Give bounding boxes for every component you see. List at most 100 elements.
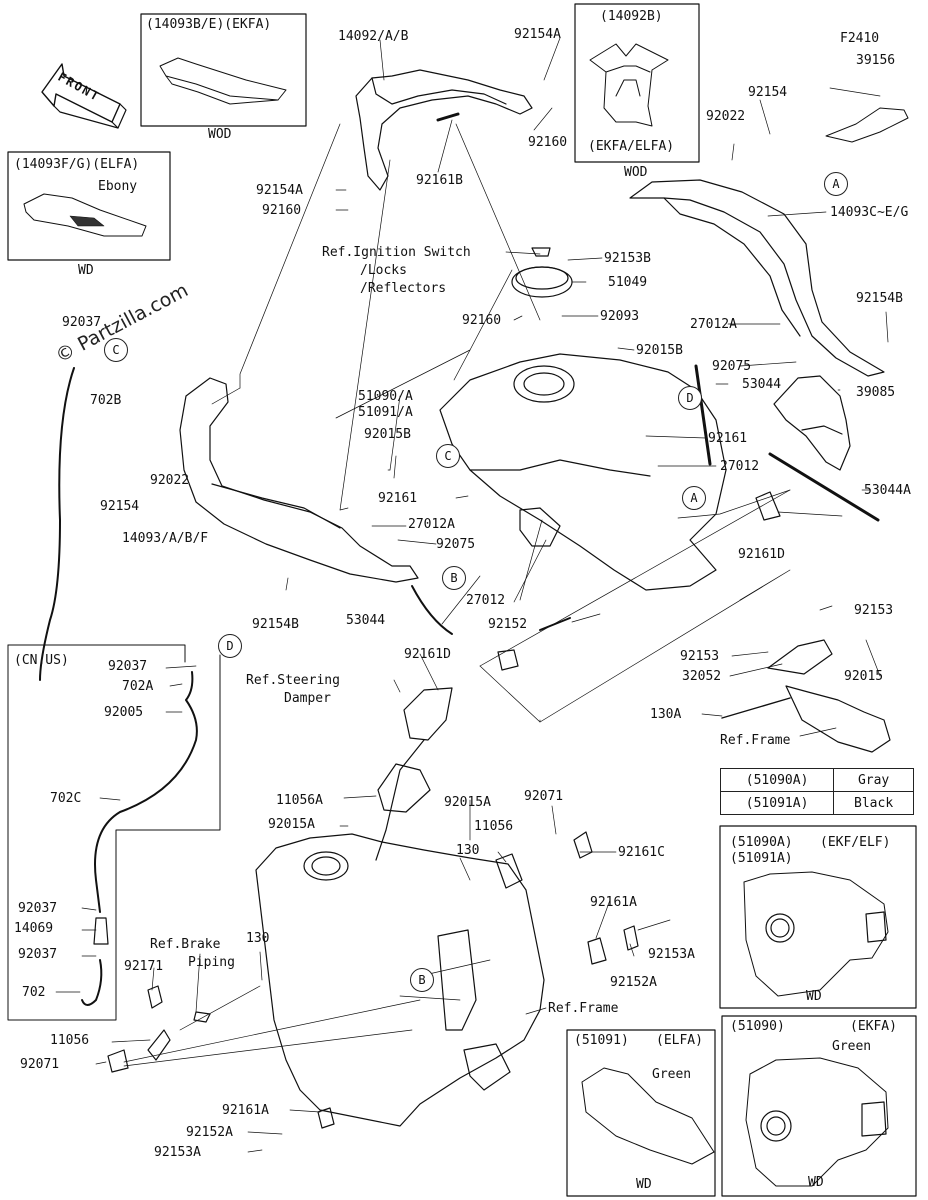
part-label: 92154A	[514, 27, 561, 42]
part-label: 92075	[712, 359, 752, 374]
part-label: 27012A	[408, 517, 455, 532]
part-label: 92154B	[252, 617, 299, 632]
part-label: 92022	[150, 473, 190, 488]
table-cell-part: (51090A)	[719, 768, 835, 792]
inset-tank2-variant: (EKFA)	[850, 1019, 897, 1034]
inset-14093fg-foot: WD	[78, 263, 94, 278]
table-cell-color: Gray	[833, 768, 914, 792]
part-label: 702A	[122, 679, 154, 694]
part-label: 92152A	[186, 1125, 233, 1140]
inset-box-14093be	[140, 13, 307, 127]
callout-c: C	[104, 338, 128, 362]
part-label: 92005	[104, 705, 144, 720]
part-label: 51049	[608, 275, 648, 290]
inset-14093be-foot: WOD	[208, 127, 232, 142]
ref-label: Ref.Steering	[246, 673, 340, 688]
inset-box-cover-51091	[566, 1029, 716, 1197]
part-label: 702B	[90, 393, 122, 408]
part-label: 92161C	[618, 845, 665, 860]
part-label: 92171	[124, 959, 164, 974]
part-label: 92152A	[610, 975, 657, 990]
inset-14093fg-note: Ebony	[98, 179, 138, 194]
part-label: 27012	[466, 593, 506, 608]
part-label: 130	[456, 843, 480, 858]
part-label: 92153A	[648, 947, 695, 962]
inset-14093fg-code: (14093F/G)(ELFA)	[14, 157, 140, 172]
front-arrow-icon	[41, 63, 127, 129]
inset-tank-code2: (51091A)	[730, 851, 793, 866]
inset-14092b-variant: (EKFA/ELFA)	[588, 139, 675, 154]
inset-tank-variant: (EKF/ELF)	[820, 835, 891, 850]
part-label: 92154	[100, 499, 140, 514]
part-label: 92161	[708, 431, 748, 446]
callout-d: D	[218, 634, 242, 658]
part-label: 92160	[528, 135, 568, 150]
table-row: (51091A) Black	[719, 791, 914, 815]
inset-box-14092b	[574, 3, 700, 163]
part-label: 92015B	[364, 427, 411, 442]
part-label: 14093C~E/G	[830, 205, 909, 220]
part-label: 92161D	[738, 547, 785, 562]
callout-a: A	[682, 486, 706, 510]
table-cell-part: (51091A)	[719, 791, 835, 815]
inset-box-14093fg	[7, 151, 171, 261]
part-label: 53044A	[864, 483, 911, 498]
part-label: 92160	[462, 313, 502, 328]
part-label: 53044	[742, 377, 782, 392]
inset-box-tank-51090	[721, 1015, 917, 1197]
callout-a: A	[824, 172, 848, 196]
callout-d: D	[678, 386, 702, 410]
ref-label: Piping	[188, 955, 235, 970]
part-label: 11056	[50, 1033, 90, 1048]
part-label: 92153	[854, 603, 894, 618]
part-label: 92154A	[256, 183, 303, 198]
inset-14092b-code: (14092B)	[600, 9, 663, 24]
part-label: 14093/A/B/F	[122, 531, 209, 546]
part-label: 92015A	[444, 795, 491, 810]
part-label: 92037	[18, 901, 58, 916]
inset-14093be-code: (14093B/E)(EKFA)	[146, 17, 272, 32]
part-label: 92161D	[404, 647, 451, 662]
inset-cover-variant: (ELFA)	[656, 1033, 703, 1048]
part-label: 92015A	[268, 817, 315, 832]
ref-label: /Reflectors	[360, 281, 447, 296]
inset-14092b-foot: WOD	[624, 165, 648, 180]
callout-c: C	[436, 444, 460, 468]
part-label: 51091/A	[358, 405, 413, 420]
ref-label: Ref.Frame	[548, 1001, 619, 1016]
part-label: 92071	[20, 1057, 60, 1072]
part-label: 11056	[474, 819, 514, 834]
ref-label: Ref.Brake	[150, 937, 221, 952]
part-label: 92161	[378, 491, 418, 506]
part-label: 92160	[262, 203, 302, 218]
part-label: 51090/A	[358, 389, 413, 404]
part-label: 92161A	[222, 1103, 269, 1118]
part-label: 14092/A/B	[338, 29, 409, 44]
ref-label: Ref.Frame	[720, 733, 791, 748]
part-label: 27012	[720, 459, 760, 474]
callout-b: B	[410, 968, 434, 992]
inset-tank2-code: (51090)	[730, 1019, 785, 1034]
part-label: 130	[246, 931, 270, 946]
part-label: 92037	[18, 947, 58, 962]
part-label: 92093	[600, 309, 640, 324]
part-label: 92161B	[416, 173, 463, 188]
ref-label: /Locks	[360, 263, 407, 278]
color-table: (51090A) Gray (51091A) Black	[719, 768, 914, 815]
part-label: 14069	[14, 921, 54, 936]
inset-tank2-color: Green	[832, 1039, 872, 1054]
part-label: F2410	[840, 31, 880, 46]
inset-cnus-code: (CN,US)	[14, 653, 69, 668]
ref-label: Damper	[284, 691, 331, 706]
part-label: 92015	[844, 669, 884, 684]
part-label: 39156	[856, 53, 896, 68]
part-label: 92153	[680, 649, 720, 664]
part-label: 702C	[50, 791, 82, 806]
part-label: 27012A	[690, 317, 737, 332]
part-label: 92015B	[636, 343, 683, 358]
part-label: 702	[22, 985, 46, 1000]
ref-label: Ref.Ignition Switch	[322, 245, 471, 260]
part-label: 92022	[706, 109, 746, 124]
part-label: 92153A	[154, 1145, 201, 1160]
